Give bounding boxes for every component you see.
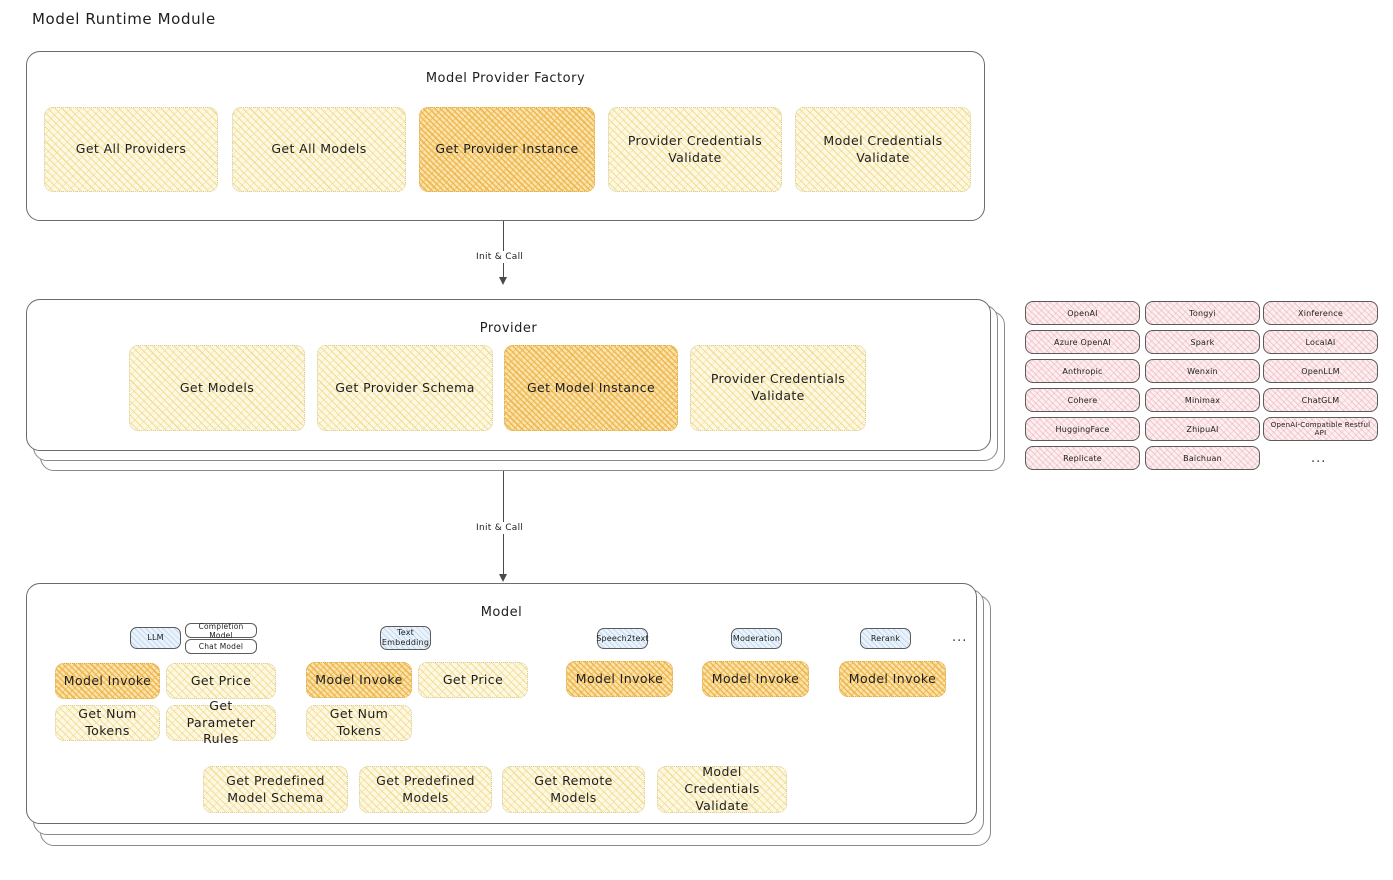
provider-pill-chatglm[interactable]: ChatGLM (1263, 388, 1378, 412)
model-common-get-remote-models[interactable]: Get Remote Models (502, 766, 645, 813)
model-provider-factory-title: Model Provider Factory (425, 71, 586, 86)
provider-pill-zhipuai[interactable]: ZhipuAI (1145, 417, 1260, 441)
text-embedding-method-get-price[interactable]: Get Price (418, 662, 528, 698)
model-types-more-ellipsis: ... (952, 630, 968, 645)
provider-pill-baichuan[interactable]: Baichuan (1145, 446, 1260, 470)
model-title: Model (480, 605, 523, 620)
model-common-get-predefined-model-schema[interactable]: Get Predefined Model Schema (203, 766, 348, 813)
llm-method-model-invoke[interactable]: Model Invoke (55, 663, 160, 699)
provider-pill-localai[interactable]: LocalAI (1263, 330, 1378, 354)
model-type-tag-speech2text[interactable]: Speech2text (596, 628, 649, 649)
provider-box-get-provider-schema[interactable]: Get Provider Schema (317, 345, 493, 431)
page-title: Model Runtime Module (32, 10, 216, 28)
rerank-method-model-invoke[interactable]: Model Invoke (839, 661, 946, 697)
provider-box-get-models[interactable]: Get Models (129, 345, 305, 431)
provider-pill-openai-compatible-restful-api[interactable]: OpenAI-Compatible Restful API (1263, 417, 1378, 441)
model-subtag-chat-model[interactable]: Chat Model (185, 639, 257, 654)
factory-box-get-all-models[interactable]: Get All Models (232, 107, 406, 192)
provider-pill-minimax[interactable]: Minimax (1145, 388, 1260, 412)
model-type-tag-llm[interactable]: LLM (130, 627, 181, 649)
speech2text-method-model-invoke[interactable]: Model Invoke (566, 661, 673, 697)
moderation-method-model-invoke[interactable]: Model Invoke (702, 661, 809, 697)
connector-provider-to-model-label: Init & Call (472, 522, 528, 534)
factory-box-get-provider-instance[interactable]: Get Provider Instance (419, 107, 595, 192)
provider-box-get-model-instance[interactable]: Get Model Instance (504, 345, 678, 431)
llm-method-get-price[interactable]: Get Price (166, 663, 276, 699)
factory-box-get-all-providers[interactable]: Get All Providers (44, 107, 218, 192)
factory-box-model-credentials-validate[interactable]: Model Credentials Validate (795, 107, 971, 192)
provider-pill-openai[interactable]: OpenAI (1025, 301, 1140, 325)
provider-pill-huggingface[interactable]: HuggingFace (1025, 417, 1140, 441)
text-embedding-method-get-num-tokens[interactable]: Get Num Tokens (306, 705, 412, 741)
llm-method-get-num-tokens[interactable]: Get Num Tokens (55, 705, 160, 741)
connector-factory-to-provider-label: Init & Call (472, 251, 528, 263)
provider-pill-xinference[interactable]: Xinference (1263, 301, 1378, 325)
model-subtag-completion-model[interactable]: Completion Model (185, 622, 257, 640)
llm-method-get-parameter-rules[interactable]: Get Parameter Rules (166, 698, 276, 746)
provider-title: Provider (479, 321, 538, 336)
provider-box-provider-credentials-validate[interactable]: Provider Credentials Validate (690, 345, 866, 431)
provider-pill-anthropic[interactable]: Anthropic (1025, 359, 1140, 383)
model-common-get-predefined-models[interactable]: Get Predefined Models (359, 766, 492, 813)
model-common-model-credentials-validate[interactable]: Model Credentials Validate (657, 764, 787, 813)
provider-pill-cohere[interactable]: Cohere (1025, 388, 1140, 412)
provider-pill-azure-openai[interactable]: Azure OpenAI (1025, 330, 1140, 354)
provider-pill-spark[interactable]: Spark (1145, 330, 1260, 354)
model-type-tag-moderation[interactable]: Moderation (731, 628, 782, 649)
provider-pill-tongyi[interactable]: Tongyi (1145, 301, 1260, 325)
model-type-tag-text-embedding[interactable]: Text Embedding (380, 626, 431, 650)
text-embedding-method-model-invoke[interactable]: Model Invoke (306, 662, 412, 698)
provider-pill-replicate[interactable]: Replicate (1025, 446, 1140, 470)
provider-pill-openllm[interactable]: OpenLLM (1263, 359, 1378, 383)
factory-box-provider-credentials-validate[interactable]: Provider Credentials Validate (608, 107, 782, 192)
provider-list-more-ellipsis: ... (1311, 451, 1327, 466)
model-type-tag-rerank[interactable]: Rerank (860, 628, 911, 649)
model-card: Model (26, 583, 977, 824)
provider-pill-wenxin[interactable]: Wenxin (1145, 359, 1260, 383)
